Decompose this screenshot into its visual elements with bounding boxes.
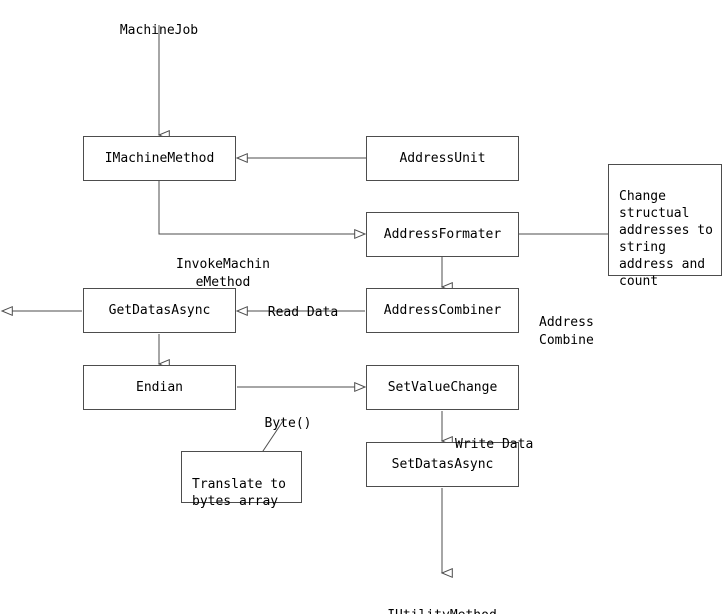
- node-getdatasasync[interactable]: GetDatasAsync: [83, 288, 236, 333]
- node-label: IMachineMethod: [104, 151, 215, 166]
- node-setdatasasync[interactable]: SetDatasAsync: [366, 442, 519, 487]
- node-addresscombiner[interactable]: AddressCombiner: [366, 288, 519, 333]
- node-addressformater[interactable]: AddressFormater: [366, 212, 519, 257]
- note-text: Change structual addresses to string add…: [619, 189, 713, 289]
- label-text: InvokeMachin eMethod: [176, 257, 270, 290]
- label-text: MachineJob: [119, 23, 199, 38]
- node-label: AddressFormater: [383, 227, 502, 242]
- note-fold-icon: [706, 164, 722, 180]
- note-text: Translate to bytes array: [192, 477, 286, 509]
- label-text: IUtilityMethod: [387, 608, 497, 614]
- label-entry-machinejob: MachineJob: [99, 4, 219, 40]
- edge-imachinemethod-to-addressformater: [158, 181, 365, 234]
- label-text: Byte(): [264, 416, 312, 431]
- label-address-combine: Address Combine: [539, 296, 619, 350]
- node-label: SetDatasAsync: [391, 457, 494, 472]
- node-imachinemethod[interactable]: IMachineMethod: [83, 136, 236, 181]
- label-read-data: Read Data: [263, 286, 343, 322]
- node-setvaluechange[interactable]: SetValueChange: [366, 365, 519, 410]
- node-label: AddressCombiner: [383, 303, 502, 318]
- note-translate-bytes[interactable]: Translate to bytes array: [181, 451, 302, 509]
- label-write-data: Write Data: [455, 418, 555, 454]
- node-endian[interactable]: Endian: [83, 365, 236, 410]
- node-label: SetValueChange: [387, 380, 498, 395]
- node-addressunit[interactable]: AddressUnit: [366, 136, 519, 181]
- node-label: Endian: [136, 380, 183, 395]
- label-text: Write Data: [455, 437, 534, 452]
- node-label: GetDatasAsync: [108, 303, 211, 318]
- label-text: Read Data: [267, 305, 339, 320]
- label-invokemachinemethod: InvokeMachin eMethod: [163, 238, 283, 292]
- label-text: Address Combine: [539, 315, 594, 348]
- node-label: AddressUnit: [399, 151, 486, 166]
- label-byte: Byte(): [258, 397, 318, 433]
- label-exit-iutilitymethod: IUtilityMethod: [382, 589, 502, 614]
- note-address-change[interactable]: Change structual addresses to string add…: [608, 164, 722, 289]
- note-fold-icon: [286, 451, 302, 467]
